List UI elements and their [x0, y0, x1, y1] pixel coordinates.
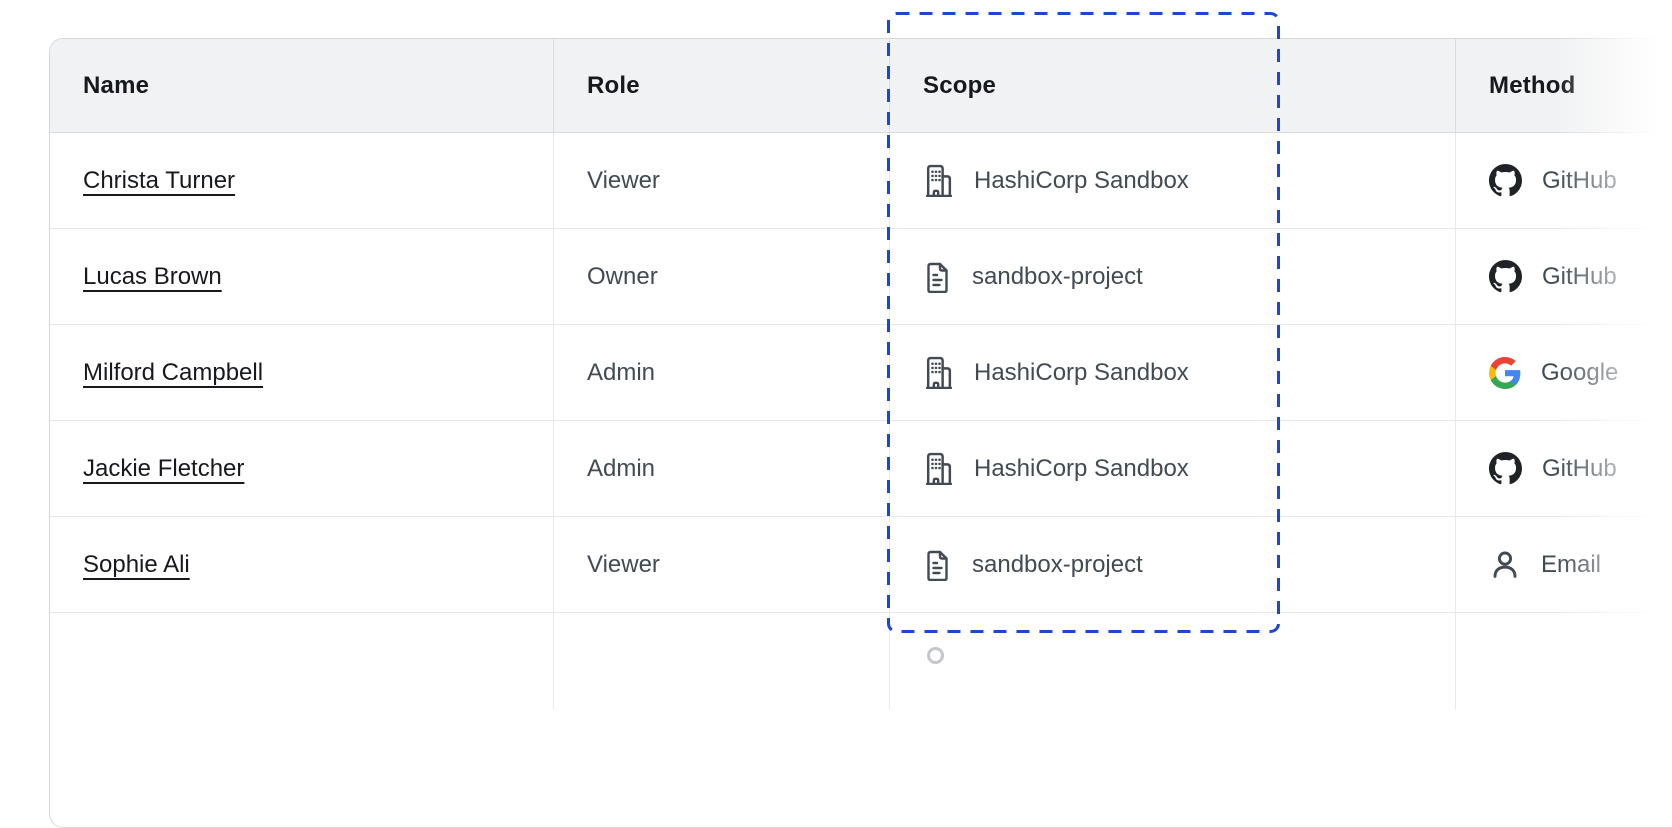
method-label: Email	[1541, 550, 1602, 578]
method-cell: GitHub	[1456, 229, 1672, 324]
table-row: Lucas Brown Owner sandbox-project GitHub	[50, 229, 1672, 325]
method-label: Google	[1541, 358, 1619, 386]
file-text-icon	[927, 262, 948, 293]
table-header-row: Name Role Scope Method	[50, 39, 1672, 133]
table-row: Jackie Fletcher Admin HashiCorp Sandbox	[50, 421, 1672, 517]
column-header-role: Role	[554, 39, 890, 132]
role-cell: Admin	[554, 325, 890, 420]
name-cell: Sophie Ali	[50, 517, 554, 612]
github-icon	[1489, 452, 1522, 485]
google-icon	[1489, 356, 1521, 389]
name-cell: Milford Campbell	[50, 325, 554, 420]
person-icon	[1493, 551, 1517, 578]
scope-cell: HashiCorp Sandbox	[890, 325, 1456, 420]
partial-scope-icon	[927, 647, 944, 664]
member-name-link[interactable]: Sophie Ali	[83, 550, 190, 578]
name-cell	[50, 613, 554, 709]
table-row: Christa Turner Viewer HashiCorp Sandbox	[50, 133, 1672, 229]
method-cell: GitHub	[1456, 133, 1672, 228]
method-cell: GitHub	[1456, 421, 1672, 516]
column-header-method: Method	[1489, 71, 1576, 99]
scope-label: sandbox-project	[972, 550, 1143, 578]
member-name-link[interactable]: Christa Turner	[83, 166, 236, 194]
name-cell: Jackie Fletcher	[50, 421, 554, 516]
role-cell: Viewer	[554, 133, 890, 228]
name-cell: Lucas Brown	[50, 229, 554, 324]
method-label: GitHub	[1542, 454, 1617, 482]
building-icon	[925, 164, 953, 197]
method-cell: Email	[1456, 517, 1672, 612]
table-row-partial	[50, 613, 1672, 709]
role-cell: Owner	[554, 229, 890, 324]
scope-cell: sandbox-project	[890, 229, 1456, 324]
scope-cell: sandbox-project	[890, 517, 1456, 612]
column-header-name: Name	[50, 39, 554, 132]
scope-cell: HashiCorp Sandbox	[890, 133, 1456, 228]
file-text-icon	[927, 550, 948, 581]
scope-label: HashiCorp Sandbox	[974, 358, 1189, 386]
scope-cell	[890, 613, 1456, 709]
table-row: Milford Campbell Admin HashiCorp Sandbox	[50, 325, 1672, 421]
role-cell	[554, 613, 890, 709]
scope-cell: HashiCorp Sandbox	[890, 421, 1456, 516]
method-cell: Google	[1456, 325, 1672, 420]
member-name-link[interactable]: Milford Campbell	[83, 358, 264, 386]
method-cell	[1456, 613, 1672, 709]
name-cell: Christa Turner	[50, 133, 554, 228]
role-cell: Viewer	[554, 517, 890, 612]
scope-label: HashiCorp Sandbox	[974, 166, 1189, 194]
scope-label: sandbox-project	[972, 262, 1143, 290]
role-cell: Admin	[554, 421, 890, 516]
method-label: GitHub	[1542, 166, 1617, 194]
github-icon	[1489, 164, 1522, 197]
member-name-link[interactable]: Lucas Brown	[83, 262, 222, 290]
github-icon	[1489, 260, 1522, 293]
table-row: Sophie Ali Viewer sandbox-project Email	[50, 517, 1672, 613]
scope-label: HashiCorp Sandbox	[974, 454, 1189, 482]
member-name-link[interactable]: Jackie Fletcher	[83, 454, 245, 482]
building-icon	[925, 356, 953, 389]
method-label: GitHub	[1542, 262, 1617, 290]
building-icon	[925, 452, 953, 485]
column-header-scope: Scope	[890, 39, 1456, 132]
members-table: Name Role Scope Method Christa Turner Vi…	[49, 38, 1672, 828]
